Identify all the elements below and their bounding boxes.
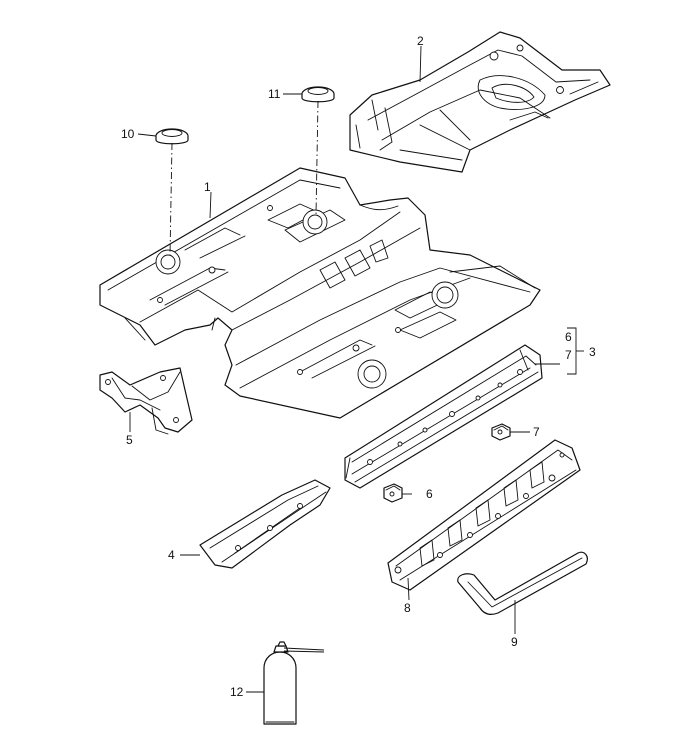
assembly-line-11: [315, 100, 319, 216]
callout-6: 6: [426, 487, 433, 501]
part-2-rear-floor-frame: [349, 31, 611, 173]
callout-5: 5: [126, 433, 133, 447]
callout-2: 2: [417, 34, 424, 48]
callout-4: 4: [168, 548, 175, 562]
part-4-reinforcement: [199, 479, 331, 569]
callout-3: 3: [589, 345, 596, 359]
part-11-grommet: [301, 86, 335, 103]
assembly-line-10: [169, 142, 173, 256]
part-10-grommet: [155, 128, 189, 145]
part-3-side-sill: [344, 344, 543, 489]
callout-1: 1: [204, 180, 211, 194]
callout-12: 12: [230, 685, 244, 699]
callout-7-bracket: 7: [565, 348, 572, 362]
callout-9: 9: [511, 635, 518, 649]
part-7-clip: [491, 423, 511, 441]
callout-11: 11: [268, 87, 281, 101]
part-8-side-rail: [387, 439, 581, 591]
callout-8: 8: [404, 601, 411, 615]
part-5-bracket: [99, 367, 193, 435]
part-9-tube: [457, 551, 588, 615]
callout-7: 7: [533, 425, 540, 439]
callout-10: 10: [121, 127, 135, 141]
callout-6-bracket: 6: [565, 330, 572, 344]
part-1-floor-pan: [99, 167, 541, 419]
part-12-spray-can: [263, 641, 325, 725]
leader-lines: [129, 45, 584, 693]
part-6-clip: [383, 483, 403, 503]
